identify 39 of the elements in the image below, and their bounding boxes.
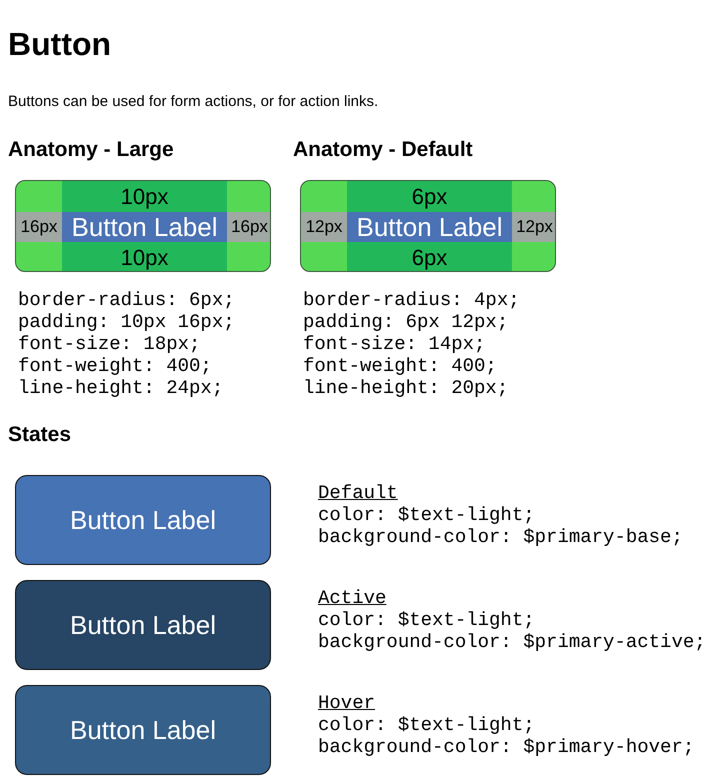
code-line: font-weight: 400; <box>18 355 212 377</box>
code-line: color: $text-light; <box>318 609 535 631</box>
code-line: font-size: 14px; <box>303 333 486 355</box>
padding-band: 6px <box>347 242 512 271</box>
code-line: border-radius: 6px; <box>18 289 235 311</box>
code-line: border-radius: 4px; <box>303 289 520 311</box>
button: Button Label <box>15 475 271 565</box>
padding-band: 16px <box>16 212 62 242</box>
description-text: Buttons can be used for form actions, or for action links. <box>8 92 378 112</box>
code-line: background-color: $primary-active; <box>318 631 706 653</box>
button-anatomy <box>15 180 271 272</box>
section-heading: States <box>8 422 72 448</box>
padding-band: 10px <box>62 181 227 212</box>
state-name: Hover <box>318 692 376 714</box>
label-area: Button Label <box>62 212 227 242</box>
code-line: padding: 10px 16px; <box>18 311 235 333</box>
code-line: line-height: 24px; <box>18 377 224 399</box>
code-line: background-color: $primary-hover; <box>318 736 694 758</box>
button: Button Label <box>15 685 271 775</box>
code-line: line-height: 20px; <box>303 377 508 399</box>
padding-band: 16px <box>227 212 270 242</box>
code-line: background-color: $primary-base; <box>318 526 683 548</box>
padding-band: 12px <box>301 212 347 242</box>
label-area: Button Label <box>347 212 512 242</box>
code-line: color: $text-light; <box>318 504 535 526</box>
button-anatomy <box>300 180 556 272</box>
code-line: font-size: 18px; <box>18 333 200 355</box>
state-name: Default <box>318 482 398 504</box>
state-name: Active <box>318 587 386 609</box>
section-heading: Anatomy - Default <box>293 137 473 163</box>
code-line: padding: 6px 12px; <box>303 311 508 333</box>
padding-band: 10px <box>62 242 227 271</box>
code-line: color: $text-light; <box>318 714 535 736</box>
code-line: font-weight: 400; <box>303 355 497 377</box>
button: Button Label <box>15 580 271 670</box>
section-heading: Anatomy - Large <box>8 137 174 163</box>
page-title: Button <box>8 25 112 64</box>
padding-band: 12px <box>512 212 555 242</box>
padding-band: 6px <box>347 181 512 212</box>
